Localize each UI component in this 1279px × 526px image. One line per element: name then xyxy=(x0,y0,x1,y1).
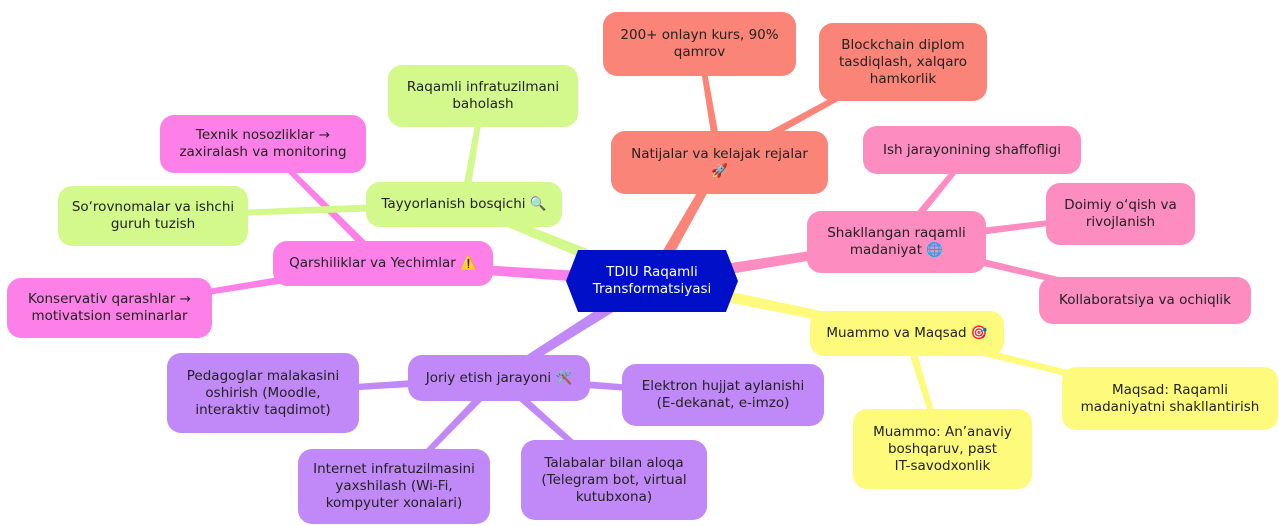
leaf-infrastructure-assessment[interactable]: Raqamli infratuzilmani baholash xyxy=(388,65,578,127)
leaf-blockchain-diploma-label: Blockchain diplom tasdiqlash, xalqaro ha… xyxy=(838,36,968,87)
leaf-collaboration-openness[interactable]: Kollaboratsiya va ochiqlik xyxy=(1039,277,1251,324)
leaf-blockchain-diploma[interactable]: Blockchain diplom tasdiqlash, xalqaro ha… xyxy=(819,23,987,101)
leaf-surveys-working-group[interactable]: So‘rovnomalar va ishchi guruh tuzish xyxy=(58,186,248,246)
leaf-student-communication[interactable]: Talabalar bilan aloqa (Telegram bot, vir… xyxy=(521,440,707,520)
leaf-infrastructure-assessment-label: Raqamli infratuzilmani baholash xyxy=(406,79,560,112)
leaf-electronic-documents[interactable]: Elektron hujjat aylanishi (E-dekanat, e-… xyxy=(622,364,824,426)
leaf-goal[interactable]: Maqsad: Raqamli madaniyatni shakllantiri… xyxy=(1062,367,1278,430)
leaf-electronic-documents-label: Elektron hujjat aylanishi (E-dekanat, e-… xyxy=(641,378,805,411)
branch-challenges[interactable]: Qarshiliklar va Yechimlar ⚠️ xyxy=(273,241,493,286)
branch-challenges-label: Qarshiliklar va Yechimlar ⚠️ xyxy=(289,255,477,271)
branch-preparation[interactable]: Tayyorlanish bosqichi 🔍 xyxy=(366,182,562,227)
leaf-work-transparency[interactable]: Ish jarayonining shaffofligi xyxy=(863,126,1081,174)
root-label: TDIU Raqamli Transformatsiyasi xyxy=(592,264,712,297)
leaf-problem[interactable]: Muammo: An’anaviy boshqaruv, past IT-sav… xyxy=(853,409,1032,489)
leaf-work-transparency-label: Ish jarayonining shaffofligi xyxy=(883,141,1061,158)
leaf-goal-label: Maqsad: Raqamli madaniyatni shakllantiri… xyxy=(1080,381,1260,415)
leaf-student-communication-label: Talabalar bilan aloqa (Telegram bot, vir… xyxy=(541,454,687,505)
branch-implementation-label: Joriy etish jarayoni 🛠️ xyxy=(425,369,573,386)
leaf-collaboration-openness-label: Kollaboratsiya va ochiqlik xyxy=(1059,292,1231,308)
leaf-technical-failures[interactable]: Texnik nosozliklar → zaxiralash va monit… xyxy=(160,115,366,173)
branch-problem-goal[interactable]: Muammo va Maqsad 🎯 xyxy=(810,311,1004,356)
branch-results-label: Natijalar va kelajak rejalar 🚀 xyxy=(631,145,808,179)
leaf-conservative-views[interactable]: Konservativ qarashlar → motivatsion semi… xyxy=(7,278,212,338)
leaf-continuous-learning-label: Doimiy o‘qish va rivojlanish xyxy=(1064,197,1177,230)
leaf-teacher-training[interactable]: Pedagoglar malakasini oshirish (Moodle, … xyxy=(167,353,359,433)
branch-culture-label: Shakllangan raqamli madaniyat 🌐 xyxy=(827,225,966,258)
leaf-online-courses[interactable]: 200+ onlayn kurs, 90% qamrov xyxy=(603,12,796,76)
branch-results[interactable]: Natijalar va kelajak rejalar 🚀 xyxy=(611,131,828,194)
leaf-teacher-training-label: Pedagoglar malakasini oshirish (Moodle, … xyxy=(186,367,340,418)
leaf-internet-infrastructure-label: Internet infratuzilmasini yaxshilash (Wi… xyxy=(313,461,475,511)
branch-problem-goal-label: Muammo va Maqsad 🎯 xyxy=(826,325,988,341)
branch-preparation-label: Tayyorlanish bosqichi 🔍 xyxy=(381,196,547,212)
leaf-online-courses-label: 200+ onlayn kurs, 90% qamrov xyxy=(620,27,779,60)
branch-implementation[interactable]: Joriy etish jarayoni 🛠️ xyxy=(408,355,590,401)
link-challenges-leaf-1 xyxy=(261,142,386,267)
leaf-technical-failures-label: Texnik nosozliklar → zaxiralash va monit… xyxy=(179,127,347,160)
leaf-problem-label: Muammo: An’anaviy boshqaruv, past IT-sav… xyxy=(873,423,1012,474)
leaf-conservative-views-label: Konservativ qarashlar → motivatsion semi… xyxy=(28,291,191,324)
leaf-surveys-working-group-label: So‘rovnomalar va ishchi guruh tuzish xyxy=(71,199,235,232)
leaf-internet-infrastructure[interactable]: Internet infratuzilmasini yaxshilash (Wi… xyxy=(298,449,490,524)
branch-culture[interactable]: Shakllangan raqamli madaniyat 🌐 xyxy=(807,211,986,273)
root-node[interactable]: TDIU Raqamli Transformatsiyasi xyxy=(566,250,738,312)
leaf-continuous-learning[interactable]: Doimiy o‘qish va rivojlanish xyxy=(1046,183,1195,245)
